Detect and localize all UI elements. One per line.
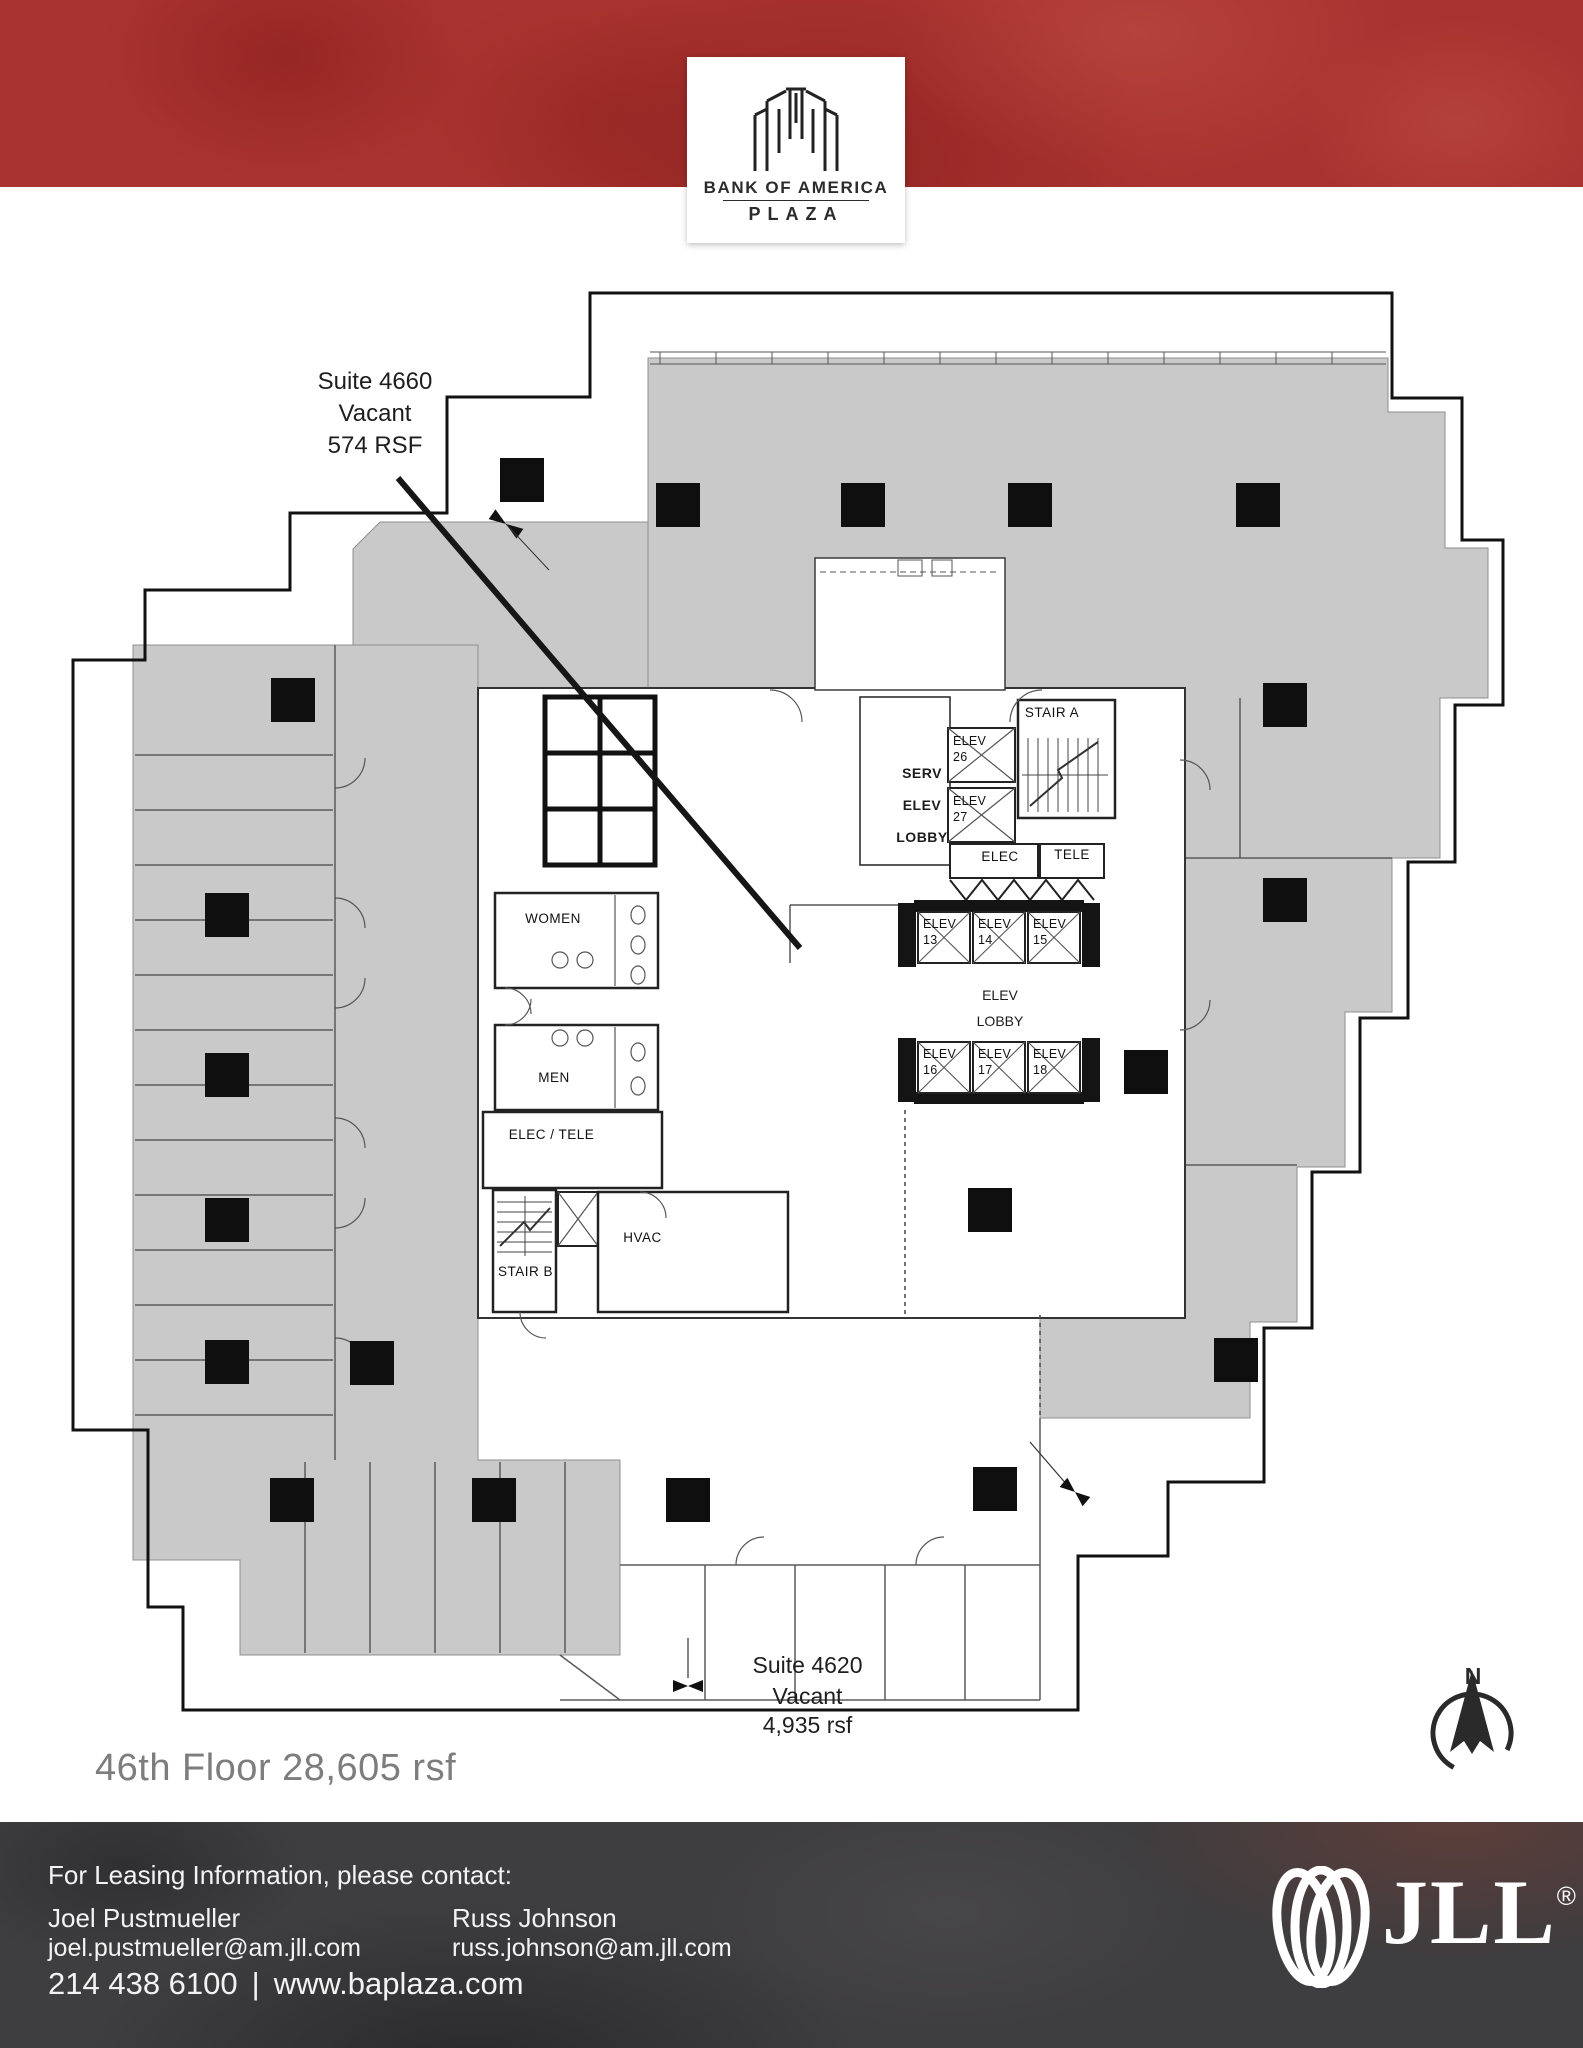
structural-columns [205, 458, 1307, 1522]
stair-b-room [491, 1188, 558, 1314]
suite-4660-callout: Suite 4660 Vacant 574 RSF [317, 368, 433, 459]
women-restroom [493, 891, 660, 990]
contact-email-1: joel.pustmueller@am.jll.com [48, 1934, 361, 1962]
footer-band: For Leasing Information, please contact:… [0, 1822, 1583, 2048]
suite-4620-callout: Suite 4620 Vacant [752, 1652, 863, 1709]
men-restroom [493, 1023, 660, 1112]
jll-globe-icon [1272, 1866, 1370, 1988]
separator: | [251, 1966, 260, 2001]
women-label: WOMEN [525, 911, 581, 926]
north-arrow-icon [1430, 1670, 1514, 1775]
building-logo-card: BANK OF AMERICA PLAZA [687, 57, 905, 243]
logo-divider [723, 200, 869, 201]
north-label: N [1464, 1663, 1482, 1689]
stair-a-room [1016, 698, 1117, 820]
jll-logo-text: JLL® [1382, 1861, 1578, 1963]
serv-elev-lobby-label: SERV ELEV LOBBY [896, 765, 948, 845]
floor-summary-label: 46th Floor 28,605 rsf [95, 1747, 457, 1789]
logo-title: BANK OF AMERICA [703, 178, 889, 197]
hvac-label: HVAC [623, 1230, 662, 1245]
contact-name-2: Russ Johnson [452, 1903, 617, 1933]
contact-email-2: russ.johnson@am.jll.com [452, 1934, 732, 1962]
elec-tele-label: ELEC / TELE [508, 1127, 595, 1142]
registered-mark: ® [1556, 1881, 1578, 1911]
logo-subtitle: PLAZA [748, 204, 844, 224]
phone-website-row: 214 438 6100 | www.baplaza.com [48, 1966, 524, 2002]
stair-b-label: STAIR B [497, 1264, 553, 1279]
keyplan-flag-4660 [488, 509, 524, 539]
phone-number: 214 438 6100 [48, 1966, 238, 2001]
suite-4660-leader-line [395, 476, 803, 950]
keyplan-flag-4620 [673, 1680, 703, 1692]
stair-a-label: STAIR A [1024, 705, 1080, 720]
property-line [71, 291, 1505, 1712]
tele-label: TELE [1054, 847, 1090, 862]
footer-heading: For Leasing Information, please contact: [48, 1860, 512, 1890]
men-label: MEN [538, 1070, 570, 1085]
contact-name-1: Joel Pustmueller [48, 1903, 241, 1933]
website: www.baplaza.com [273, 1966, 524, 2001]
building-towers-icon [753, 87, 839, 171]
elec-label: ELEC [981, 849, 1019, 864]
service-shafts [542, 694, 658, 868]
suite-4620-area: 4,935 rsf [762, 1712, 853, 1738]
